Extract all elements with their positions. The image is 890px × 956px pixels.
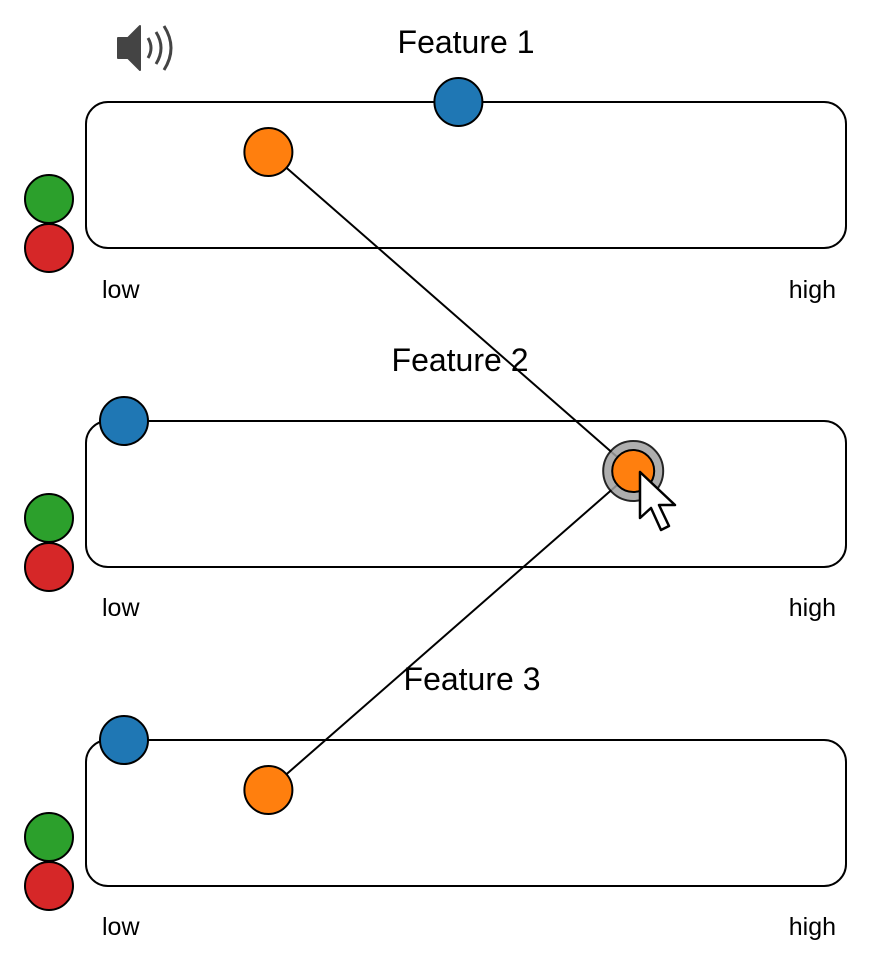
feature-panel-1: Feature 1 low high bbox=[85, 24, 847, 304]
high-label: high bbox=[789, 276, 836, 304]
feature-title: Feature 1 bbox=[398, 24, 535, 60]
feature-panel-2: Feature 2 low high bbox=[85, 342, 847, 622]
blue-dot[interactable] bbox=[99, 396, 149, 446]
feature-title: Feature 3 bbox=[404, 661, 541, 697]
connection-line bbox=[267, 151, 634, 472]
blue-dot[interactable] bbox=[433, 77, 484, 127]
pointer-cursor-icon bbox=[638, 470, 677, 532]
high-label: high bbox=[789, 913, 836, 941]
connection-line bbox=[267, 470, 634, 791]
low-label: low bbox=[102, 913, 140, 941]
feature-track[interactable] bbox=[85, 739, 847, 887]
red-dot[interactable] bbox=[24, 542, 74, 592]
connection-lines bbox=[267, 151, 634, 791]
orange-dot[interactable] bbox=[243, 765, 294, 815]
green-dot[interactable] bbox=[24, 174, 74, 224]
orange-dot[interactable] bbox=[243, 127, 294, 177]
high-label: high bbox=[789, 594, 836, 622]
red-dot[interactable] bbox=[24, 861, 74, 911]
speaker-icon[interactable] bbox=[117, 25, 173, 71]
feature-dots bbox=[24, 77, 665, 911]
green-dot[interactable] bbox=[24, 812, 74, 862]
red-dot[interactable] bbox=[24, 223, 74, 273]
low-label: low bbox=[102, 276, 140, 304]
feature-track[interactable] bbox=[85, 420, 847, 568]
feature-panel-3: low high bbox=[85, 739, 847, 941]
blue-dot[interactable] bbox=[99, 715, 149, 765]
feature-title: Feature 2 bbox=[392, 342, 529, 378]
low-label: low bbox=[102, 594, 140, 622]
green-dot[interactable] bbox=[24, 493, 74, 543]
